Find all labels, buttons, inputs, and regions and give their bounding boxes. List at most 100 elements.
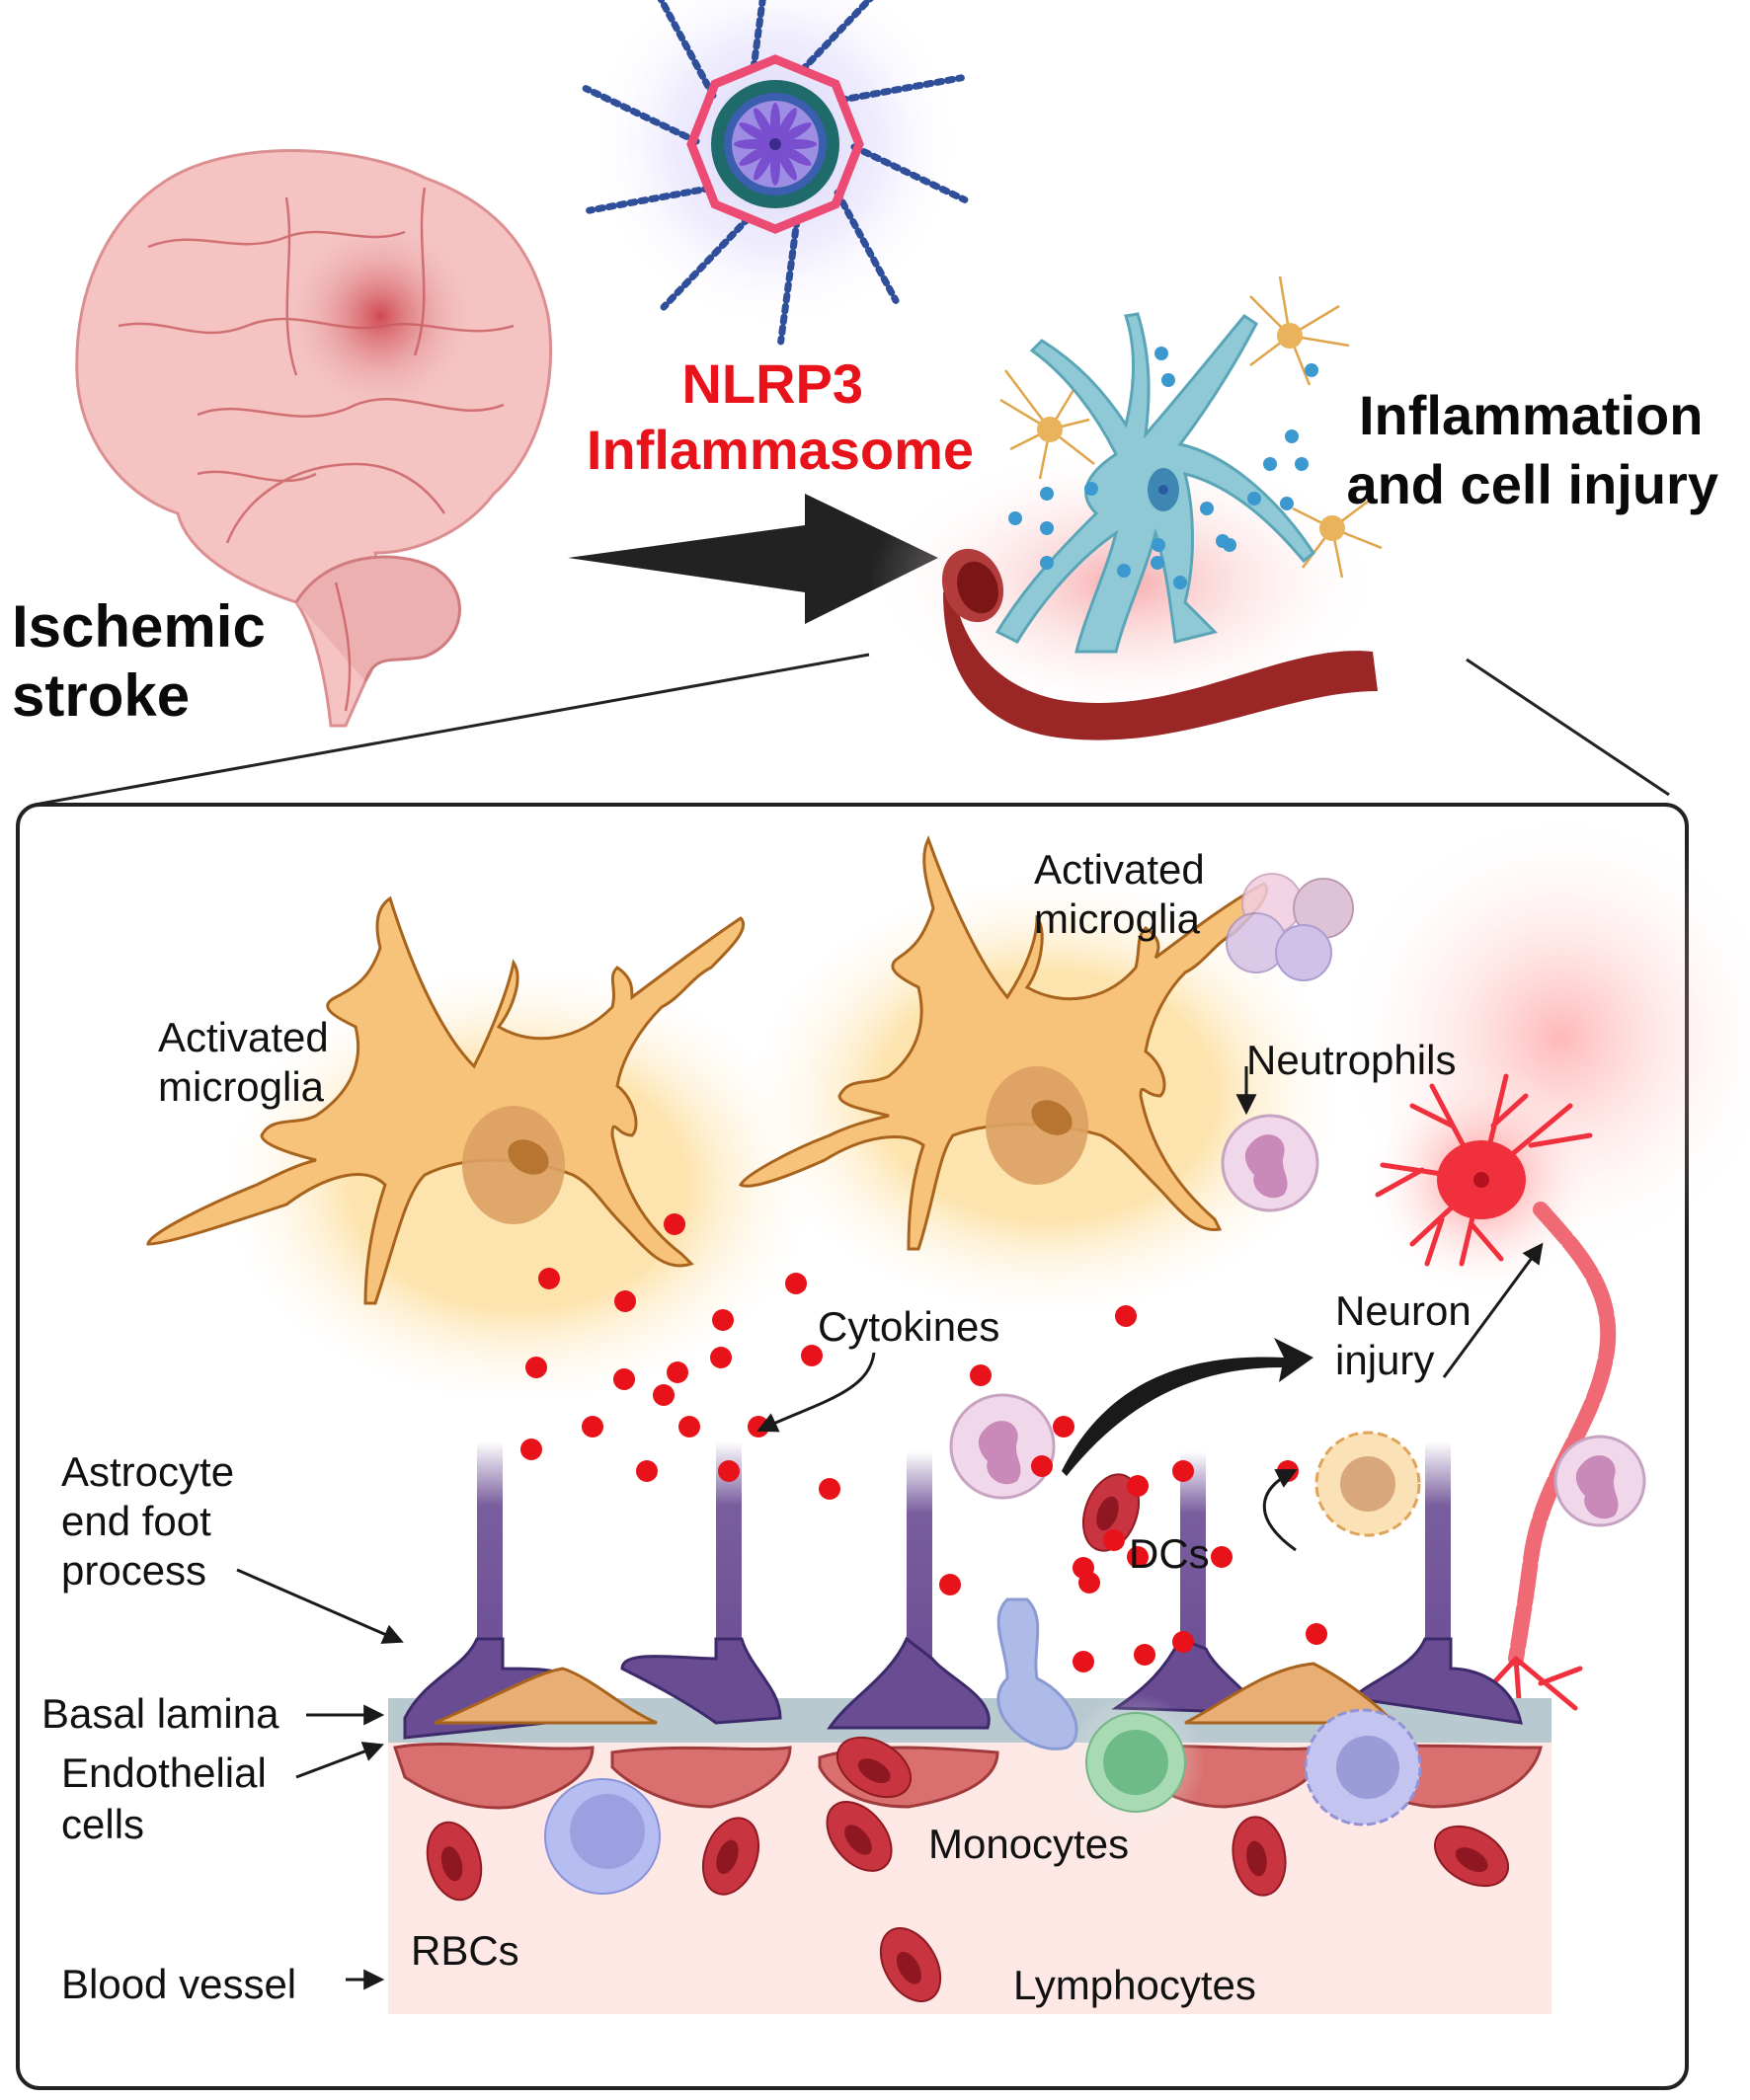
neuron-injury-pointer — [1442, 1242, 1544, 1378]
inflammasome-spoke — [850, 143, 969, 203]
cytokine-dot-blue — [1154, 347, 1168, 360]
cytokine-dot — [538, 1268, 560, 1289]
zoom-line-right — [1466, 658, 1670, 797]
cytokine-dot — [1134, 1644, 1155, 1666]
nlrp3-inflammasome-title: NLRP3 Inflammasome — [587, 352, 974, 481]
cytokine-dot — [1103, 1529, 1125, 1551]
inflammasome-spoke — [836, 74, 965, 104]
inflammasome-petal — [754, 108, 775, 143]
cytokine-dot-blue — [1040, 487, 1054, 501]
neutrophil-cell — [1221, 1114, 1319, 1212]
progression-arrow-icon — [568, 494, 938, 624]
activated-microglia-right — [738, 835, 1353, 1323]
label-blood-vessel: Blood vessel — [61, 1961, 296, 2007]
inflammasome-petal — [739, 144, 774, 166]
label-astrocyte-end-foot: Astrocyte end foot process — [61, 1448, 246, 1594]
brain-illustration — [75, 149, 552, 728]
cytokine-dot — [1078, 1572, 1100, 1594]
cytokine-dot — [582, 1416, 603, 1438]
inflammasome-spoke — [660, 214, 753, 311]
cytokine-dot — [678, 1416, 700, 1438]
red-blood-cell — [826, 1801, 893, 1872]
cytokine-dot-blue — [1008, 511, 1022, 525]
label-basal-lamina: Basal lamina — [41, 1690, 279, 1737]
cytokine-dot-blue — [1173, 576, 1187, 589]
nlrp3-inflammasome-icon — [582, 0, 969, 346]
cytokine-dot — [1306, 1623, 1327, 1645]
inflammasome-petal — [739, 122, 774, 144]
inflammasome-spoke — [798, 0, 874, 74]
monocyte-extravasating — [996, 1597, 1078, 1750]
inflammasome-spoke — [750, 0, 766, 72]
cytokine-dot-blue — [1247, 492, 1261, 506]
cytokine-dot — [801, 1345, 823, 1366]
cytokine-dot — [636, 1460, 658, 1482]
cytokine-dot-blue — [1152, 538, 1165, 552]
dcs-pointer — [1262, 1469, 1298, 1552]
rbc-center — [857, 1758, 891, 1784]
inflammasome-spoke — [582, 85, 700, 145]
rbc-center — [1096, 1496, 1119, 1531]
label-neutrophils: Neutrophils — [1246, 1037, 1456, 1083]
label-endothelial-cells: Endothelial cells — [61, 1750, 278, 1847]
cytokine-dot — [520, 1439, 542, 1460]
endothelial-pointer — [295, 1742, 384, 1779]
rbc-center — [716, 1839, 739, 1875]
rbc-center — [440, 1846, 463, 1882]
cytokine-dot-blue — [1280, 497, 1294, 510]
inflammasome-spoke — [777, 216, 801, 346]
cytokine-dot-blue — [1223, 538, 1236, 552]
cytokine-dot — [970, 1364, 992, 1386]
red-blood-cell — [426, 1821, 483, 1902]
label-monocytes: Monocytes — [928, 1821, 1129, 1867]
cytokine-dot-blue — [1084, 482, 1098, 496]
inflammasome-petal — [775, 108, 797, 143]
pericyte-cells — [434, 1662, 1395, 1725]
red-blood-cell — [701, 1817, 760, 1896]
cytokine-dot — [613, 1368, 635, 1390]
cytokine-dot — [1172, 1631, 1194, 1653]
cytokine-dot-blue — [1117, 564, 1131, 578]
cytokine-dot — [718, 1460, 740, 1482]
zoom-line-left — [34, 653, 870, 807]
neutrophil-cluster — [1226, 873, 1354, 981]
ischemic-stroke-title: Ischemic stroke — [12, 593, 282, 729]
inflammasome-petal — [775, 145, 797, 181]
cytokine-dot — [614, 1290, 636, 1312]
inflammasome-spoke — [586, 185, 714, 214]
red-blood-cell — [879, 1927, 942, 2002]
label-rbcs: RBCs — [411, 1927, 519, 1974]
label-dcs: DCs — [1129, 1530, 1210, 1577]
lymphocyte-cell — [1067, 1693, 1205, 1831]
cytokine-dot — [1053, 1416, 1074, 1438]
dendritic-cell — [1314, 1431, 1421, 1537]
cytokine-dot — [667, 1361, 688, 1383]
cytokine-dot — [653, 1384, 675, 1406]
cytokine-dot — [1115, 1305, 1137, 1327]
cytokine-dot-blue — [1305, 363, 1318, 377]
rbc-center — [1455, 1847, 1488, 1873]
rbc-center — [1246, 1840, 1267, 1877]
cytokine-dot-blue — [1151, 556, 1164, 570]
cytokine-dot — [819, 1478, 840, 1500]
label-activated-microglia-right: Activated microglia — [1034, 846, 1216, 942]
inflammasome-petal — [776, 122, 812, 144]
cytokine-dot-blue — [1040, 556, 1054, 570]
inflammasome-spoke — [834, 189, 900, 304]
inflammation-cell-injury-title: Inflammation and cell injury — [1346, 384, 1718, 515]
rbc-center — [844, 1825, 872, 1855]
activated-microglia-left — [146, 895, 825, 1412]
cytokine-dot-blue — [1040, 521, 1054, 535]
cytokine-dot — [710, 1347, 732, 1368]
label-cytokines: Cytokines — [818, 1303, 999, 1350]
cytokine-dot-blue — [1295, 457, 1309, 471]
migration-arrow-icon — [1062, 1338, 1313, 1476]
cytokine-dot — [1172, 1460, 1194, 1482]
injured-neuron — [1363, 1061, 1617, 1741]
label-lymphocytes: Lymphocytes — [1013, 1962, 1256, 2008]
red-blood-cell — [1081, 1473, 1141, 1552]
cytokine-dot-blue — [1263, 457, 1277, 471]
cytokine-dot — [525, 1357, 547, 1378]
dendritic-cell-vessel — [1304, 1708, 1422, 1827]
